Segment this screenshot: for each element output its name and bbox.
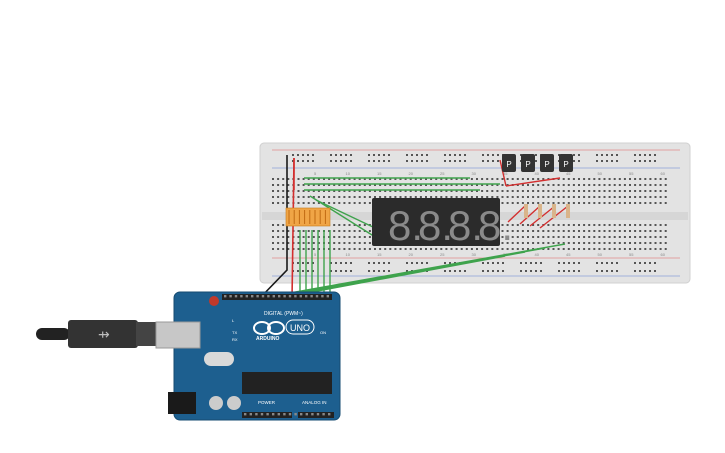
- svg-text:P: P: [525, 160, 530, 169]
- l-label: L: [232, 318, 235, 323]
- breadboard-row-number: 15: [377, 171, 382, 176]
- breadboard-row-number: 45: [566, 171, 571, 176]
- breadboard-row-number: 10: [346, 252, 351, 257]
- wire-red: [519, 205, 541, 225]
- breadboard-row-number: 60: [661, 252, 666, 257]
- transistor-1: P: [502, 154, 516, 172]
- arduino-logo-icon: [253, 321, 285, 335]
- digit-1: 8.: [388, 202, 423, 249]
- transistor-4: P: [559, 154, 573, 172]
- breadboard-row-number: 50: [598, 171, 603, 176]
- ground-wire-black: [257, 155, 288, 301]
- breadboard-holes: [272, 154, 667, 272]
- svg-text:P: P: [563, 160, 568, 169]
- resistor: [524, 204, 528, 218]
- on-label: ON: [320, 330, 326, 335]
- breadboard-row-number: 30: [472, 171, 477, 176]
- breadboard-row-number: 60: [661, 171, 666, 176]
- svg-text:P: P: [506, 160, 511, 169]
- resistor: [538, 204, 542, 218]
- breadboard-row-number: 50: [598, 252, 603, 257]
- arduino-board[interactable]: DIGITAL (PWM~) TX RX L ON ARDUINO UNO PO…: [155, 291, 341, 421]
- breadboard-row-number: 55: [629, 252, 634, 257]
- usb-port: [155, 321, 201, 349]
- transistor-2: P: [521, 154, 535, 172]
- breadboard-row-number: 30: [472, 252, 477, 257]
- power-jack: [168, 392, 196, 414]
- seven-segment-display[interactable]: 8. 8. 8. 8.: [372, 198, 513, 249]
- digit-3: 8.: [448, 202, 483, 249]
- wire-red: [529, 205, 556, 227]
- wire-red: [507, 205, 526, 223]
- breadboard-row-number: 55: [629, 171, 634, 176]
- breadboard-row-number: 5: [314, 171, 317, 176]
- transistors[interactable]: P P P P: [502, 154, 573, 172]
- usb-icon: ⇸: [98, 326, 110, 342]
- digital-header: [222, 294, 332, 300]
- svg-text:P: P: [544, 160, 549, 169]
- breadboard-row-number: 20: [409, 252, 414, 257]
- digit-2: 8.: [418, 202, 453, 249]
- breadboard-row-number: 35: [503, 171, 508, 176]
- capacitor: [227, 396, 241, 410]
- capacitor: [209, 396, 223, 410]
- atmega-chip: [242, 372, 332, 394]
- breadboard-row-numbers: 5510101515202025253030353540404545505055…: [314, 171, 666, 257]
- analog-header: [298, 412, 334, 418]
- breadboard-row-number: 25: [440, 252, 445, 257]
- analog-label: ANALOG IN: [302, 400, 327, 405]
- wire-green: [279, 255, 506, 299]
- digital-label: DIGITAL (PWM~): [264, 311, 303, 317]
- breadboard-row-number: 45: [566, 252, 571, 257]
- breadboard-row-number: 20: [409, 171, 414, 176]
- breadboard-row-number: 10: [346, 171, 351, 176]
- power-label: POWER: [258, 400, 276, 405]
- model-label: UNO: [290, 323, 310, 333]
- digit-4: 8.: [478, 202, 513, 249]
- crystal: [204, 352, 234, 366]
- breadboard-row-number: 40: [535, 171, 540, 176]
- wire-red: [505, 177, 561, 187]
- breadboard-row-number: 5: [314, 252, 317, 257]
- breadboard-row-number: 40: [535, 252, 540, 257]
- resistor: [566, 204, 570, 218]
- breadboard-row-number: 15: [377, 252, 382, 257]
- breadboard-row-number: 25: [440, 171, 445, 176]
- resistor: [552, 204, 556, 218]
- wire-red: [499, 159, 507, 187]
- tx-label: TX: [232, 330, 237, 335]
- reset-button: [209, 296, 219, 306]
- rx-label: RX: [232, 337, 238, 342]
- arduino-logo-text: ARDUINO: [256, 336, 279, 342]
- transistor-3: P: [540, 154, 554, 172]
- wire-green: [315, 199, 376, 229]
- resistor-array[interactable]: [285, 207, 331, 227]
